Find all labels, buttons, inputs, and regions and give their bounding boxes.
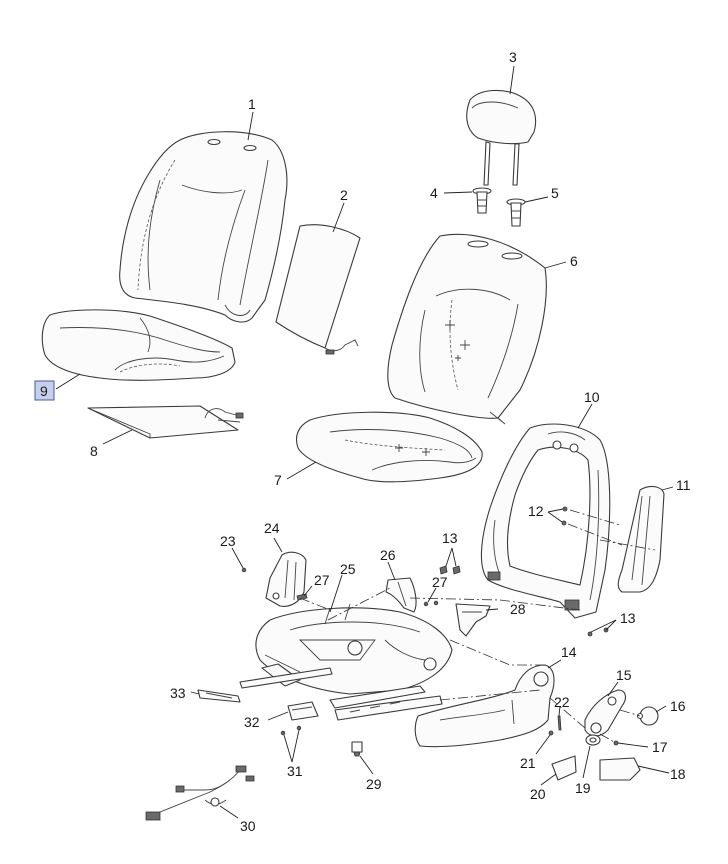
part-30-wiring-harness[interactable] [145,765,255,821]
part-29-clip[interactable] [351,741,363,757]
callout-18[interactable]: 18 [670,766,686,782]
callout-26[interactable]: 26 [380,547,396,563]
callout-28[interactable]: 28 [510,601,526,617]
part-1-seatback-cover[interactable] [119,131,288,323]
callout-1[interactable]: 1 [248,96,256,112]
callout-9[interactable]: 9 [40,383,48,399]
callout-27-right[interactable]: 27 [432,574,448,590]
part-10-seatback-frame[interactable] [480,423,611,619]
part-25-seat-adjuster[interactable] [239,603,453,721]
part-33-switch-knob[interactable] [197,689,241,703]
part-11-side-airbag[interactable] [617,485,665,593]
callout-11[interactable]: 11 [676,477,691,493]
part-7-seat-cushion-foam[interactable] [295,411,483,483]
callout-8[interactable]: 8 [90,443,98,459]
callout-13-lower[interactable]: 13 [620,610,636,626]
part-32-switch-module[interactable] [287,701,319,721]
callout-16[interactable]: 16 [670,698,686,714]
callout-15[interactable]: 15 [616,667,632,683]
part-9-seat-cushion-cover[interactable] [41,309,236,381]
callout-2[interactable]: 2 [340,187,348,203]
part-14-outboard-shield[interactable] [414,664,555,748]
part-6-seatback-foam[interactable] [387,233,547,425]
part-20-cover[interactable] [551,755,577,781]
callout-9-highlight [34,380,55,401]
callout-24[interactable]: 24 [264,520,280,536]
callout-5[interactable]: 5 [551,185,559,201]
callout-33[interactable]: 33 [170,685,186,701]
callout-29[interactable]: 29 [366,776,382,792]
part-15-recliner-handle[interactable] [584,689,627,737]
callout-14[interactable]: 14 [561,644,577,660]
callout-17[interactable]: 17 [652,739,668,755]
part-24-buckle-bracket[interactable] [265,551,307,607]
callout-10[interactable]: 10 [584,389,600,405]
part-3-headrest[interactable] [466,89,537,186]
part-21-screw [548,730,554,736]
part-28-bracket[interactable] [455,603,491,637]
callout-31[interactable]: 31 [287,763,303,779]
part-23-screw [241,567,247,573]
part-2-seatback-pad[interactable] [275,224,361,355]
callout-19[interactable]: 19 [575,780,591,796]
part-22-pin [557,715,562,731]
callout-3[interactable]: 3 [509,49,517,65]
callout-20[interactable]: 20 [530,786,546,802]
part-4-headrest-guide-left[interactable] [472,187,492,214]
callout-7[interactable]: 7 [274,472,282,488]
callout-23[interactable]: 23 [220,533,236,549]
callout-13-upper[interactable]: 13 [442,530,458,546]
part-12-airbag-studs [561,506,568,526]
part-8-heater-pad[interactable] [87,405,244,439]
part-19-bushing[interactable] [585,734,601,746]
callout-labels: 1 2 3 4 5 6 7 8 9 10 11 12 13 13 14 15 1… [40,49,691,834]
callout-30[interactable]: 30 [240,818,256,834]
callout-6[interactable]: 6 [570,253,578,269]
phantom-lines [299,509,656,744]
part-16-knob[interactable] [636,706,659,726]
part-27-bolt-right [423,600,439,607]
part-18-trim-cover[interactable] [599,757,641,781]
callout-21[interactable]: 21 [520,755,536,771]
callout-12[interactable]: 12 [528,503,544,519]
callout-22[interactable]: 22 [554,694,570,710]
part-13-bolts-upper [439,565,461,575]
callout-27-left[interactable]: 27 [314,572,330,588]
leader-lines [55,65,674,819]
part-5-headrest-guide-right[interactable] [506,198,526,227]
part-26-bracket[interactable] [385,577,417,613]
callout-25[interactable]: 25 [340,561,356,577]
callout-32[interactable]: 32 [244,714,260,730]
callout-4[interactable]: 4 [430,185,438,201]
part-31-screws [280,725,302,736]
